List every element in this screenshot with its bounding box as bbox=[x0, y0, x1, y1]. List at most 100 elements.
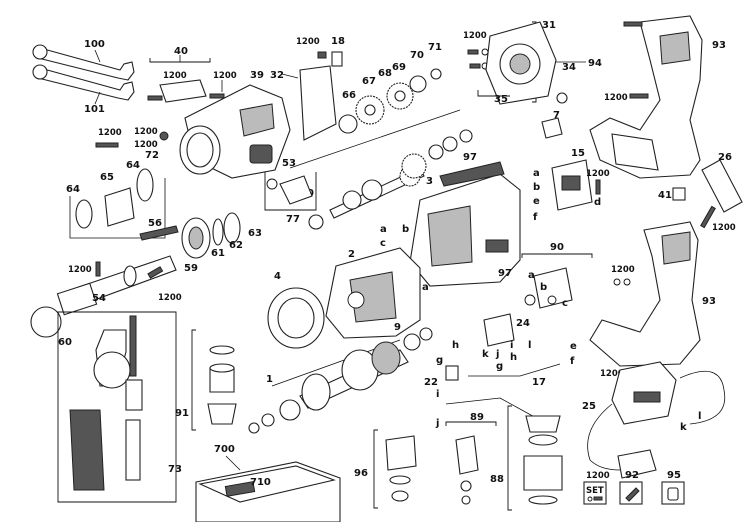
wire-c-1: c bbox=[380, 238, 386, 249]
screw-26 bbox=[700, 205, 716, 229]
callout-93a: 93 bbox=[712, 40, 726, 51]
bearing-30 bbox=[308, 214, 324, 230]
wire-i-2: i bbox=[436, 389, 439, 400]
callout-56: 56 bbox=[148, 218, 162, 229]
callout-3: 3 bbox=[426, 176, 433, 187]
callout-53: 53 bbox=[282, 158, 296, 169]
callout-90: 90 bbox=[550, 242, 564, 253]
cable-25 bbox=[587, 361, 726, 479]
part-96 bbox=[385, 435, 417, 502]
washer-53a bbox=[428, 144, 444, 160]
callout-64b: 64 bbox=[66, 184, 80, 195]
callout-92: 92 bbox=[625, 470, 639, 481]
washer-53b bbox=[442, 136, 458, 152]
fan-ring-4 bbox=[267, 287, 325, 349]
washer-53c bbox=[459, 129, 473, 143]
callout-2: 2 bbox=[348, 249, 355, 260]
callout-62: 62 bbox=[229, 240, 243, 251]
wire-d-1: d bbox=[594, 197, 601, 208]
callout-69: 69 bbox=[392, 62, 406, 73]
callout-26: 26 bbox=[718, 152, 732, 163]
wire-j-2: j bbox=[435, 418, 439, 429]
ring-62 bbox=[223, 212, 241, 244]
wire-g-1: g bbox=[496, 361, 503, 372]
callout-61: 61 bbox=[211, 248, 225, 259]
switch-15 bbox=[551, 159, 593, 211]
wrench-101 bbox=[32, 64, 135, 101]
gear-69 bbox=[386, 82, 414, 110]
ring-72 bbox=[136, 168, 154, 202]
spindle-54 bbox=[56, 255, 177, 316]
callout-31: 31 bbox=[542, 20, 556, 31]
wire-i-1: i bbox=[510, 340, 513, 351]
wire-b-3: b bbox=[533, 182, 540, 193]
wire-e-2: e bbox=[570, 341, 577, 352]
wire-h-1: h bbox=[510, 352, 517, 363]
wire-f-1: f bbox=[533, 212, 538, 223]
callout-1200-40a: 1200 bbox=[163, 71, 187, 81]
side-handle-73 bbox=[69, 315, 143, 491]
bearing-9b bbox=[419, 327, 433, 341]
callout-700: 700 bbox=[214, 444, 235, 455]
handle-93-lower bbox=[589, 221, 701, 367]
wire-e-1: e bbox=[533, 196, 540, 207]
callout-67: 67 bbox=[362, 76, 376, 87]
screw-93 bbox=[623, 21, 643, 27]
callout-96: 96 bbox=[354, 468, 368, 479]
callout-73: 73 bbox=[168, 464, 182, 475]
set-icon: SET bbox=[583, 481, 607, 505]
callout-95: 95 bbox=[667, 470, 681, 481]
washer-66 bbox=[338, 114, 358, 134]
gear-housing-94 bbox=[485, 21, 557, 105]
pin-54 bbox=[95, 261, 101, 277]
wire-a-1: a bbox=[380, 224, 387, 235]
wire-l-1: l bbox=[528, 340, 531, 351]
callout-40: 40 bbox=[174, 46, 188, 57]
callout-1200-15: 1200 bbox=[586, 169, 610, 179]
callout-1200-gb1: 1200 bbox=[134, 127, 158, 137]
ring-34 bbox=[556, 92, 568, 104]
brush-holder-24 bbox=[483, 313, 515, 347]
callout-1200-90: 1200 bbox=[611, 265, 635, 275]
callout-89: 89 bbox=[470, 412, 484, 423]
screw-93b bbox=[629, 93, 649, 99]
wire-k-2: k bbox=[680, 422, 687, 433]
part-88 bbox=[523, 415, 563, 505]
part-89 bbox=[455, 435, 479, 505]
callout-1200-40b: 1200 bbox=[213, 71, 237, 81]
oil-icon bbox=[661, 481, 685, 505]
screw-40a bbox=[147, 95, 163, 101]
brush-holder-90 bbox=[524, 267, 573, 309]
gasket-32 bbox=[299, 65, 337, 141]
callout-1: 1 bbox=[266, 374, 273, 385]
callout-54: 54 bbox=[92, 293, 106, 304]
callout-17: 17 bbox=[532, 377, 546, 388]
callout-710: 710 bbox=[250, 477, 271, 488]
wire-b-2: b bbox=[540, 282, 547, 293]
callout-25: 25 bbox=[582, 401, 596, 412]
ring-60 bbox=[30, 306, 62, 338]
wire-g-2: g bbox=[436, 355, 443, 366]
callout-1200-17: 1200 bbox=[600, 369, 624, 379]
callout-32: 32 bbox=[270, 70, 284, 81]
screw-15 bbox=[595, 179, 601, 195]
screw-40b bbox=[209, 93, 225, 99]
clutch-91 bbox=[207, 345, 237, 425]
callout-1200-18: 1200 bbox=[296, 37, 320, 47]
callout-93b: 93 bbox=[702, 296, 716, 307]
callout-18: 18 bbox=[331, 36, 345, 47]
bearing-9a bbox=[403, 333, 421, 351]
callout-97b: 97 bbox=[498, 268, 512, 279]
wire-b-1: b bbox=[402, 224, 409, 235]
grease-icon bbox=[619, 481, 643, 505]
ring-64b bbox=[75, 199, 93, 229]
screw-left bbox=[95, 142, 119, 148]
callout-65: 65 bbox=[100, 172, 114, 183]
gearbox-housing-39 bbox=[179, 84, 291, 179]
callout-35: 35 bbox=[494, 94, 508, 105]
ring-61 bbox=[212, 218, 224, 246]
callout-63: 63 bbox=[248, 228, 262, 239]
callout-1200-54b: 1200 bbox=[158, 293, 182, 303]
part-18 bbox=[331, 51, 343, 67]
